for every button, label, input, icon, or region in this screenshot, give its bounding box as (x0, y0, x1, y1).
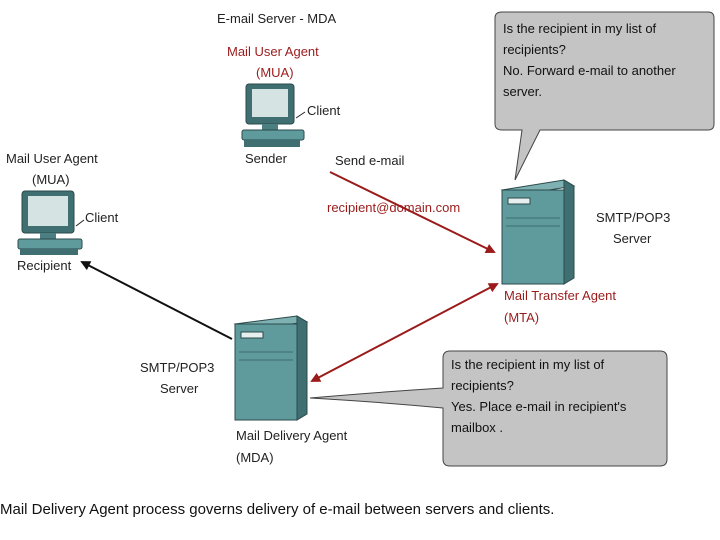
bubble-bottom (309, 350, 668, 467)
recipient-computer-icon (17, 190, 85, 255)
mta-server-icon (500, 179, 576, 285)
diagram-title: E-mail Server - MDA (217, 11, 337, 26)
bubble-bottom-line-1: Is the recipient in my list of (451, 357, 605, 372)
mta-server-type: SMTP/POP3 (596, 210, 671, 225)
sender-agent-abbr: (MUA) (256, 65, 294, 80)
bubble-top-line-3: No. Forward e-mail to another (503, 63, 676, 78)
mta-agent-label: Mail Transfer Agent (504, 288, 616, 303)
mda-server-type-2: Server (160, 381, 199, 396)
bubble-bottom-line-3: Yes. Place e-mail in recipient's (451, 399, 627, 414)
send-arrow (329, 171, 496, 253)
sender-computer-icon (241, 83, 306, 147)
mta-server-type-2: Server (613, 231, 652, 246)
bubble-top-line-1: Is the recipient in my list of (503, 21, 657, 36)
mta-agent-abbr: (MTA) (504, 310, 540, 325)
sender-role-label: Sender (245, 151, 287, 166)
recipient-address-label: recipient@domain.com (327, 200, 461, 215)
recipient-role-label: Recipient (17, 258, 72, 273)
sender-agent-label: Mail User Agent (227, 44, 319, 59)
deliver-arrow (80, 261, 233, 340)
sender-client-label: Client (307, 103, 341, 118)
diagram-caption: Mail Delivery Agent process governs deli… (0, 501, 555, 518)
mda-server-icon (233, 315, 309, 421)
mda-agent-label: Mail Delivery Agent (236, 428, 348, 443)
relay-arrow (310, 283, 499, 382)
bubble-bottom-line-2: recipients? (451, 378, 514, 393)
mda-server-type: SMTP/POP3 (140, 360, 215, 375)
bubble-bottom-line-4: mailbox . (451, 420, 504, 435)
recipient-client-label: Client (85, 210, 119, 225)
recipient-agent-abbr: (MUA) (32, 172, 70, 187)
bubble-top (494, 11, 715, 181)
recipient-agent-label: Mail User Agent (6, 151, 98, 166)
bubble-top-line-2: recipients? (503, 42, 566, 57)
bubble-top-line-4: server. (503, 84, 543, 99)
send-email-label: Send e-mail (335, 153, 405, 168)
mda-agent-abbr: (MDA) (236, 450, 274, 465)
